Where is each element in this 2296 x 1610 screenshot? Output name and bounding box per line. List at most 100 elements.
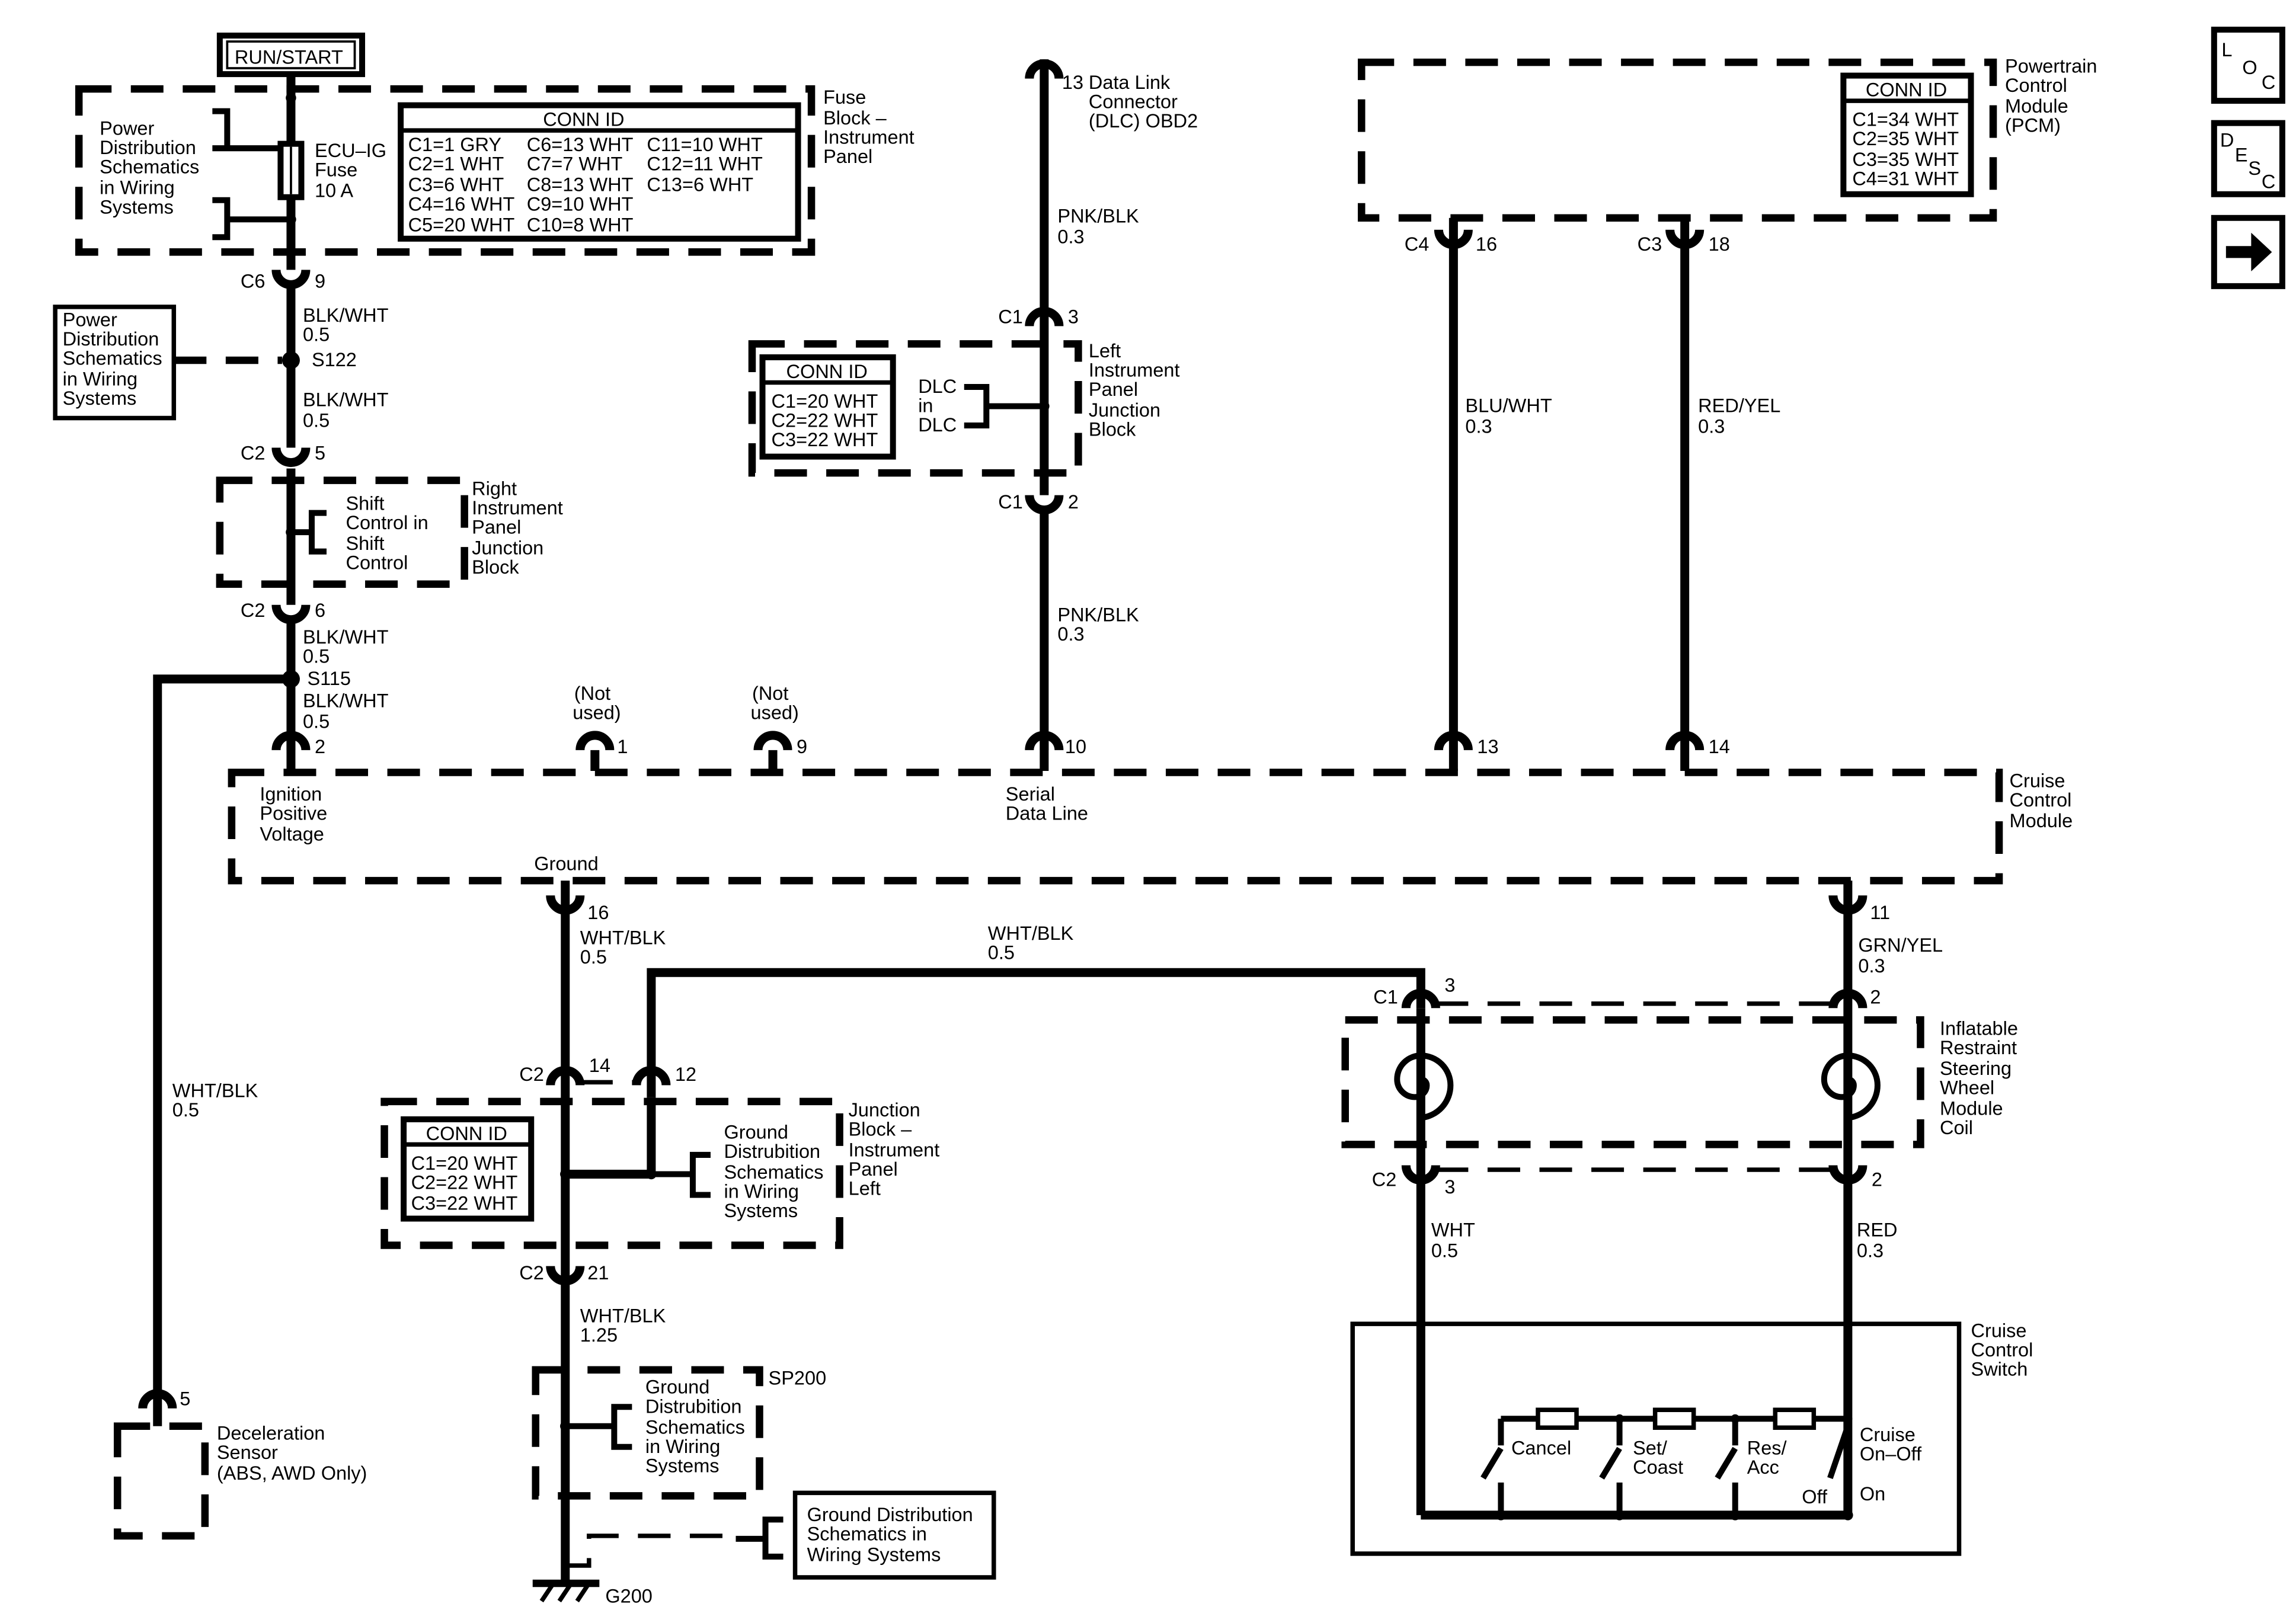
svg-text:C8=13 WHT: C8=13 WHT [527, 174, 634, 196]
svg-text:Data Link: Data Link [1089, 72, 1171, 93]
svg-text:WHT/BLK: WHT/BLK [580, 927, 666, 949]
svg-text:On–Off: On–Off [1860, 1443, 1922, 1464]
coil-c2-pin-3: 3 [1444, 1176, 1455, 1198]
svg-text:C3=6 WHT: C3=6 WHT [408, 174, 504, 196]
svg-text:(PCM): (PCM) [2005, 115, 2061, 136]
svg-text:0.5: 0.5 [303, 410, 330, 431]
c2-connector-c: C2 [519, 1064, 544, 1085]
svg-text:Control: Control [1971, 1339, 2033, 1361]
dlc-in-dlc-ref: DLC in DLC [918, 376, 1050, 436]
svg-text:Shift: Shift [346, 493, 385, 514]
pin-12: 12 [675, 1064, 696, 1085]
svg-text:Schematics: Schematics [63, 347, 162, 369]
svg-text:C: C [2262, 72, 2275, 93]
sp200-outline [532, 1366, 763, 1500]
left-ipjb-conn-id-table: CONN ID C1=20 WHT C2=22 WHT C3=22 WHT [759, 354, 896, 460]
svg-text:10 A: 10 A [315, 180, 353, 201]
svg-text:C6=13 WHT: C6=13 WHT [527, 134, 634, 155]
wire-label-red: RED 0.3 [1857, 1219, 1898, 1262]
ground-wire [546, 881, 1425, 1583]
svg-text:Left: Left [1089, 340, 1121, 361]
svg-text:C7=7 WHT: C7=7 WHT [527, 153, 623, 175]
svg-text:RED/YEL: RED/YEL [1698, 395, 1780, 417]
wire-label-wht-blk-top: WHT/BLK 0.5 [988, 923, 1074, 964]
svg-text:Panel: Panel [849, 1158, 898, 1180]
ignition-positive-voltage-label: Ignition Positive Voltage [260, 783, 327, 845]
svg-text:L: L [2221, 39, 2232, 60]
svg-text:5: 5 [180, 1388, 190, 1410]
pds-fuse-block-ref: Power Distribution Schematics in Wiring … [100, 108, 291, 241]
svg-text:BLU/WHT: BLU/WHT [1465, 395, 1552, 417]
pcm-c4-pin: 16 [1476, 233, 1497, 255]
svg-text:Cruise: Cruise [1971, 1320, 2027, 1342]
deceleration-sensor: 5 Deceleration Sensor (ABS, AWD Only) [113, 1388, 367, 1540]
svg-text:DLC: DLC [918, 376, 957, 397]
fuse-block-conn-id-table: CONN ID C1=1 GRY C6=13 WHT C11=10 WHT C2… [398, 102, 801, 242]
pcm-c4-connector: C4 [1405, 233, 1430, 255]
svg-text:Ground: Ground [645, 1377, 709, 1398]
svg-text:Inflatable: Inflatable [1940, 1017, 2018, 1039]
ignition-wire [271, 269, 311, 771]
svg-text:C4=16 WHT: C4=16 WHT [408, 193, 515, 215]
svg-text:O: O [2242, 57, 2257, 78]
coil-c2-connector: C2 [1372, 1169, 1397, 1190]
svg-text:C11=10 WHT: C11=10 WHT [647, 134, 763, 155]
svg-text:9: 9 [797, 736, 807, 757]
dlc-name: Data Link Connector (DLC) OBD2 [1089, 72, 1198, 132]
svg-text:Systems: Systems [100, 196, 174, 217]
ccm-pin-10: 10 [1065, 736, 1086, 757]
svg-text:G200: G200 [605, 1585, 653, 1606]
c1-connector-b: C1 [998, 491, 1023, 513]
svg-text:C2=22 WHT: C2=22 WHT [411, 1172, 518, 1193]
svg-text:Fuse: Fuse [315, 159, 357, 181]
coil-c1-pin-2: 2 [1870, 987, 1881, 1008]
desc-button[interactable]: D E S C [2211, 120, 2285, 197]
wire-label-pnk-blk-2: PNK/BLK 0.3 [1057, 604, 1139, 645]
svg-text:GRN/YEL: GRN/YEL [1858, 934, 1943, 956]
svg-text:C13=6 WHT: C13=6 WHT [647, 174, 753, 196]
svg-text:in: in [918, 395, 933, 417]
junction-block-left-outline [380, 1097, 843, 1249]
ccm-not-used-pin-1: (Not used) 1 [573, 683, 628, 771]
svg-text:Power: Power [100, 118, 154, 139]
coil-c1-pin-3: 3 [1444, 975, 1455, 996]
serial-data-line-label: Serial Data Line [1006, 783, 1088, 824]
svg-text:Restraint: Restraint [1940, 1037, 2017, 1058]
svg-text:C10=8 WHT: C10=8 WHT [527, 214, 634, 235]
wire-label-wht-blk-1: WHT/BLK 0.5 [580, 927, 666, 968]
svg-text:C2=1 WHT: C2=1 WHT [408, 153, 504, 175]
gds-junction-block-ref: Ground Distrubition Schematics in Wiring… [651, 1121, 824, 1221]
svg-text:S122: S122 [312, 349, 357, 370]
svg-text:RED: RED [1857, 1219, 1898, 1241]
gds-g200-ref: Ground Distribution Schematics in Wiring… [565, 1490, 996, 1580]
svg-text:Block: Block [1089, 419, 1136, 440]
c1-connector-a: C1 [998, 306, 1023, 327]
svg-text:WHT: WHT [1431, 1219, 1475, 1241]
svg-text:Left: Left [849, 1177, 881, 1199]
svg-text:Switch: Switch [1971, 1359, 2028, 1380]
svg-text:E: E [2235, 145, 2248, 166]
ccm-pin-16: 16 [587, 902, 609, 923]
svg-text:Shift: Shift [346, 533, 385, 554]
svg-text:Distribution: Distribution [100, 137, 196, 158]
wire-label-pnk-blk-1: PNK/BLK 0.3 [1057, 205, 1139, 247]
ccm-pin-14: 14 [1709, 736, 1730, 757]
svg-text:in Wiring: in Wiring [63, 368, 137, 389]
junction-block-left-name: Junction Block – Instrument Panel Left [849, 1099, 940, 1199]
next-page-button[interactable] [2211, 215, 2285, 289]
svg-text:Coil: Coil [1940, 1117, 1973, 1138]
wire-label-wht-blk-2: WHT/BLK 1.25 [580, 1305, 666, 1346]
c6-pin: 9 [315, 270, 325, 292]
svg-text:(ABS, AWD Only): (ABS, AWD Only) [217, 1462, 367, 1484]
svg-text:Powertrain: Powertrain [2005, 56, 2097, 77]
svg-text:C2=22 WHT: C2=22 WHT [772, 410, 878, 431]
svg-text:C1=34 WHT: C1=34 WHT [1852, 109, 1959, 130]
sp200-label: SP200 [769, 1368, 827, 1389]
svg-text:Acc: Acc [1747, 1457, 1779, 1478]
svg-text:0.3: 0.3 [1465, 416, 1492, 437]
cruise-on-off-switch-label: Cruise On–Off [1860, 1424, 1922, 1465]
svg-text:BLK/WHT: BLK/WHT [303, 389, 389, 411]
loc-button[interactable]: L O C [2211, 27, 2285, 104]
svg-text:Instrument: Instrument [1089, 359, 1180, 380]
